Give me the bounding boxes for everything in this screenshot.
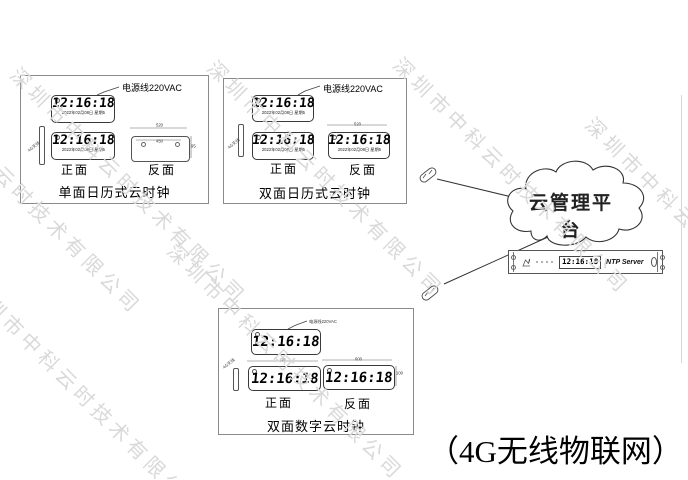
clock-date: 2022年02月08日 星期5 (261, 110, 305, 115)
led-icon (546, 261, 549, 263)
panel-single-calendar-clock: 电源线220VAC 12:16:18 2022年02月08日 星期5 12:16… (20, 75, 209, 204)
panel-title: 双面日历式云时钟 (258, 186, 371, 201)
indicator-dot-icon (55, 135, 60, 140)
indicator-dot-icon (252, 369, 257, 374)
front-face-label: 正面 (265, 396, 294, 410)
clock-date: 2022年02月08日 星期5 (337, 147, 381, 152)
front-face-label: 正面 (61, 163, 90, 177)
power-cable-label: 电源线220VAC (323, 84, 383, 94)
dimension-inner: 450 (156, 139, 164, 144)
clock-time: 12:16:18 (326, 132, 392, 148)
antenna-symbol-upper (419, 167, 437, 183)
hanger-hole-icon (175, 142, 180, 147)
wireless-link-line-upper (436, 178, 517, 199)
antenna-symbol-lower (421, 285, 439, 301)
clock-time: 12:16:18 (250, 133, 316, 148)
clock-time: 12:16:18 (324, 369, 394, 386)
server-time: 12:16:18 (561, 257, 599, 267)
hanger-hole-icon (141, 142, 146, 147)
power-cable-label: 电源线220VAC (122, 83, 182, 93)
back-face-label: 反面 (148, 163, 177, 177)
clock-back-view (131, 136, 190, 162)
calendar-clock-front-top: 12:16:18 2022年02月08日 星期5 (250, 95, 316, 122)
led-icon (536, 261, 539, 263)
dimension-side: 100 (396, 371, 404, 376)
screw-hole-icon (659, 265, 665, 270)
clock-time: 12:16:18 (50, 133, 116, 148)
clock-time: 12:16:18 (249, 370, 320, 387)
brand-logo-icon (522, 258, 531, 266)
calendar-clock-front-bottom: 12:16:18 2022年02月08日 星期5 (51, 132, 115, 160)
calendar-clock-back: 12:16:18 2022年02月08日 星期5 (326, 132, 392, 159)
back-face-label: 反面 (344, 397, 373, 411)
power-button-icon (650, 257, 657, 267)
front-face-label: 正面 (270, 162, 299, 176)
caption-4g-iot: （4G无线物联网） (428, 434, 683, 469)
digital-clock-front-top: 12:16:18 (251, 329, 321, 355)
page-edge-line (681, 95, 682, 363)
digital-clock-front-bottom: 12:16:18 (248, 366, 321, 391)
indicator-dot-icon (256, 135, 261, 140)
screw-hole-icon (511, 255, 516, 260)
power-cable-tiny-label: 电源线220VAC (309, 319, 337, 325)
clock-date: 2022年02月08日 星期5 (61, 110, 105, 116)
screw-hole-icon (511, 265, 516, 270)
screw-hole-icon (659, 255, 665, 260)
indicator-dot-icon (327, 368, 332, 373)
panel-double-calendar-clock: 电源线220VAC 12:16:18 2022年02月08日 星期5 12:16… (223, 78, 407, 204)
ntp-server-device: 12:16:18 NTP Server (508, 250, 665, 274)
rack-ear-left (509, 252, 516, 272)
back-face-label: 反面 (349, 163, 378, 177)
indicator-dot-icon (55, 98, 60, 103)
clock-time: 12:16:18 (251, 334, 321, 350)
dimension-side: 95 (191, 144, 196, 149)
panel-title: 单面日历式云时钟 (58, 185, 171, 200)
indicator-dot-icon (256, 98, 261, 103)
clock-side-view (238, 124, 244, 157)
calendar-clock-front-top: 12:16:18 2022年02月08日 星期5 (51, 95, 115, 123)
indicator-dot-icon (332, 135, 337, 140)
clock-date: 2022年02月08日 星期5 (261, 147, 305, 153)
panel-title: 双面数字云时钟 (266, 419, 365, 434)
digital-clock-back: 12:16:18 (323, 365, 395, 390)
clock-side-view (39, 126, 45, 165)
clock-side-view (233, 368, 239, 391)
dimension-outer: 520 (354, 122, 362, 127)
server-name-label: NTP Server (606, 258, 644, 266)
panel-double-digital-clock: 电源线220VAC 12:16:18 12:16:18 12:16:18 470… (218, 308, 414, 435)
clock-date: 2022年02月08日 星期5 (61, 147, 105, 153)
led-icon (541, 261, 544, 263)
server-time-display: 12:16:18 (559, 255, 602, 269)
rack-ear-right (656, 252, 665, 272)
dimension-back: 600 (355, 357, 363, 362)
clock-time: 12:16:18 (250, 95, 316, 111)
status-leds (536, 261, 554, 263)
cloud-platform-label: 云管理平台 (528, 193, 613, 241)
dimension-front: 470 (279, 358, 287, 363)
indicator-dot-icon (255, 332, 260, 337)
calendar-clock-front-bottom: 12:16:18 2022年02月08日 星期5 (250, 132, 316, 160)
led-icon (551, 261, 554, 263)
watermark-text: 深圳市中科云时技术有限公司 (0, 276, 208, 480)
clock-time: 12:16:18 (50, 96, 116, 111)
dimension-outer: 520 (156, 123, 164, 128)
